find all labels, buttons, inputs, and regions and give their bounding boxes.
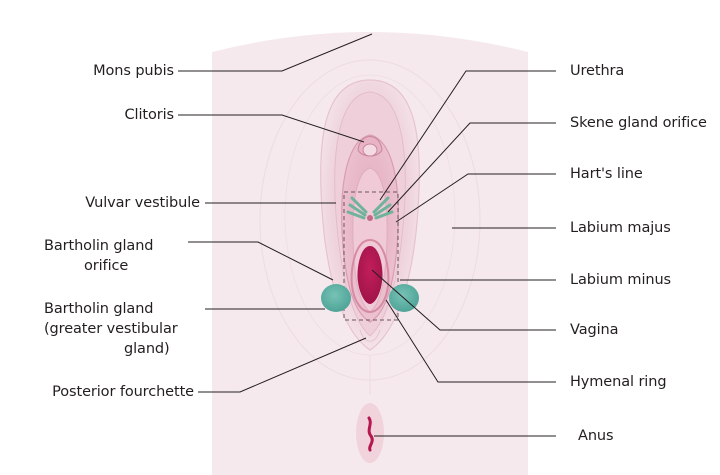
label-urethra: Urethra xyxy=(570,61,624,81)
label-bartholin-gland-line1: Bartholin gland xyxy=(44,299,204,319)
label-harts-line: Hart's line xyxy=(570,164,643,184)
label-bartholin-orifice-line2: orifice xyxy=(44,256,184,276)
label-bartholin-orifice-line1: Bartholin gland xyxy=(44,236,184,256)
label-labium-minus: Labium minus xyxy=(570,270,671,290)
label-posterior-fourchette: Posterior fourchette xyxy=(8,382,194,402)
label-labium-majus: Labium majus xyxy=(570,218,671,238)
label-hymenal-ring: Hymenal ring xyxy=(570,372,666,392)
label-skene-gland-orifice: Skene gland orifice xyxy=(570,113,707,133)
urethra-dot xyxy=(367,215,373,221)
label-bartholin-gland-line3: gland) xyxy=(44,339,204,359)
clitoris-glans xyxy=(363,144,377,156)
label-clitoris: Clitoris xyxy=(74,105,174,125)
label-mons-pubis: Mons pubis xyxy=(74,61,174,81)
label-bartholin-gland: Bartholin gland (greater vestibular glan… xyxy=(44,299,204,359)
bartholin-gland-left xyxy=(321,284,351,312)
label-bartholin-gland-orifice: Bartholin gland orifice xyxy=(44,236,184,276)
label-vulvar-vestibule: Vulvar vestibule xyxy=(54,193,200,213)
label-vagina: Vagina xyxy=(570,320,618,340)
label-anus: Anus xyxy=(578,426,613,446)
label-bartholin-gland-line2: (greater vestibular xyxy=(44,319,204,339)
